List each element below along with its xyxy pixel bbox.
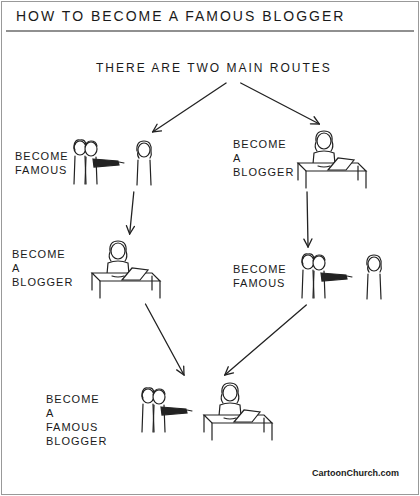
blogger-at-desk xyxy=(92,241,160,298)
flow-arrow xyxy=(130,192,134,234)
flow-step: BECOME A BLOGGER xyxy=(228,127,373,189)
flow-arrow xyxy=(153,83,226,132)
flow-step: BECOME A FAMOUS BLOGGER xyxy=(40,378,280,454)
flow-step: BECOME FAMOUS xyxy=(12,135,157,189)
flow-arrow xyxy=(241,83,320,124)
flow-step: BECOME A BLOGGER xyxy=(8,237,166,301)
step-label: BECOME FAMOUS xyxy=(233,262,287,290)
blogger-at-desk xyxy=(204,383,272,440)
flow-step: THERE ARE TWO MAIN ROUTES xyxy=(92,58,336,80)
flow-step: BECOME FAMOUS xyxy=(228,250,402,302)
step-label: BECOME FAMOUS xyxy=(15,149,69,177)
flow-arrow xyxy=(225,305,306,375)
watermark: CartoonChurch.com xyxy=(312,468,399,478)
pointing-crowd xyxy=(302,254,352,298)
pointing-crowd xyxy=(74,140,124,184)
pointing-crowd xyxy=(142,388,192,432)
flow-arrow xyxy=(145,304,184,375)
step-label: BECOME A BLOGGER xyxy=(12,247,73,289)
step-label: BECOME A FAMOUS BLOGGER xyxy=(46,392,107,448)
flow-arrow xyxy=(307,192,308,247)
title-underline xyxy=(6,30,414,31)
step-label: THERE ARE TWO MAIN ROUTES xyxy=(96,61,332,75)
title: HOW TO BECOME A FAMOUS BLOGGER xyxy=(16,8,345,24)
step-label: BECOME A BLOGGER xyxy=(233,137,294,179)
standing-person xyxy=(367,255,381,299)
blogger-at-desk xyxy=(298,131,366,188)
standing-person xyxy=(137,141,151,185)
